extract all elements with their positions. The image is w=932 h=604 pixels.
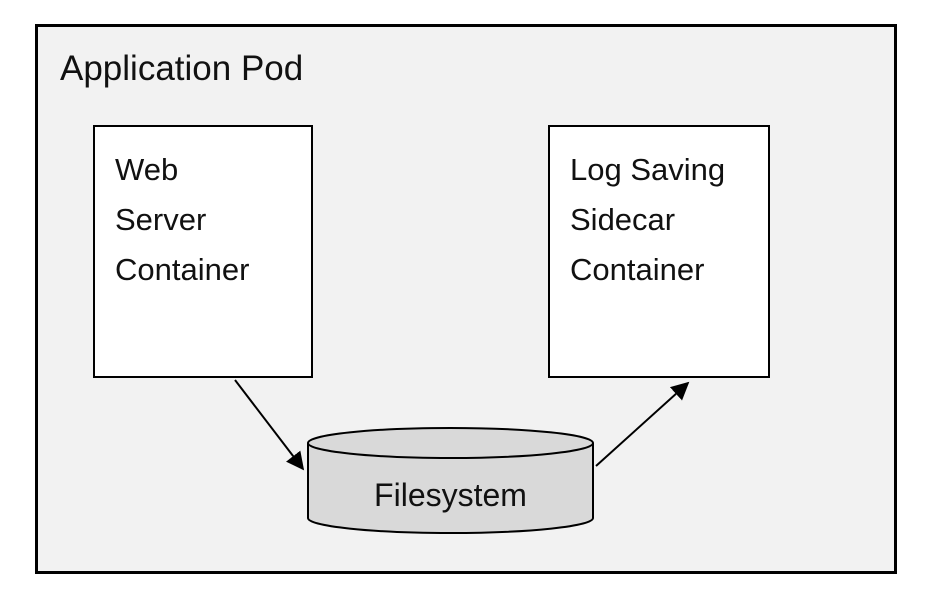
application-pod: Application Pod Web Server C bbox=[35, 24, 897, 574]
node-label-line: Log Saving bbox=[570, 152, 726, 187]
cylinder-top bbox=[307, 427, 594, 459]
node-label-line: Server bbox=[115, 202, 207, 237]
node-label-line: Web bbox=[115, 152, 179, 187]
edge-webserver-to-filesystem bbox=[234, 379, 305, 471]
node-label-line: Sidecar bbox=[570, 202, 676, 237]
node-log-saving-sidecar-container: Log Saving Sidecar Container bbox=[548, 125, 770, 378]
node-label-line: Container bbox=[115, 252, 250, 287]
node-web-server-container: Web Server Container bbox=[93, 125, 313, 378]
node-label-line: Container bbox=[570, 252, 705, 287]
edge-filesystem-to-sidecar bbox=[595, 381, 690, 467]
diagram-layer bbox=[234, 379, 690, 534]
pod-title: Application Pod bbox=[60, 49, 304, 88]
filesystem-cylinder bbox=[307, 427, 594, 534]
filesystem-label: Filesystem bbox=[374, 477, 527, 513]
